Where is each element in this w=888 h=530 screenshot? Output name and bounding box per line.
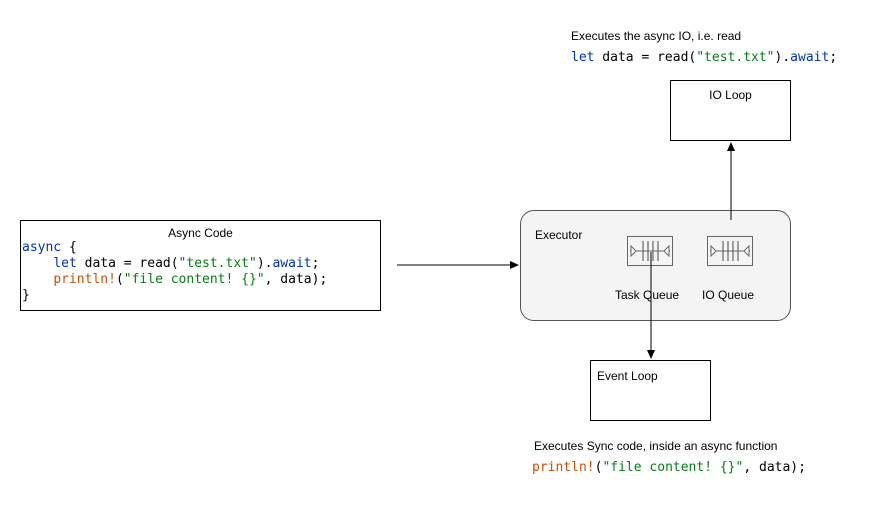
io-note-code: let data = read("test.txt").await; [571, 50, 837, 65]
io-note-caption: Executes the async IO, i.e. read [571, 29, 742, 43]
io-loop-title: IO Loop [709, 88, 752, 102]
code-macro: println! [53, 272, 116, 287]
code-keyword: async [22, 240, 62, 255]
code-keyword: await [272, 256, 312, 271]
code-keyword: await [790, 50, 830, 65]
code-text: data = read( [594, 50, 697, 65]
code-keyword: let [571, 50, 595, 65]
event-loop-title: Event Loop [597, 369, 658, 383]
async-code-title: Async Code [168, 226, 233, 240]
code-string: "test.txt" [178, 256, 257, 271]
code-line: let data = read("test.txt").await; [22, 256, 327, 272]
async-code-box: Async Code async { let data = read("test… [20, 220, 381, 311]
code-text: , data); [743, 460, 806, 475]
io-queue-label: IO Queue [702, 288, 755, 302]
task-queue-label: Task Queue [615, 288, 680, 302]
code-text: ). [774, 50, 791, 65]
code-line: println!("file content! {}", data); [22, 272, 327, 288]
code-text: { [61, 240, 77, 255]
async-code-block: async { let data = read("test.txt").awai… [22, 240, 327, 304]
code-text: ( [594, 460, 603, 475]
executor-box: Executor Task Queue IO Queue [520, 210, 791, 321]
code-line: async { [22, 240, 327, 256]
code-text: ; [311, 256, 320, 271]
code-string: "file content! {}" [123, 272, 265, 287]
code-string: "file content! {}" [602, 460, 744, 475]
code-text: ( [115, 272, 124, 287]
code-string: "test.txt" [696, 50, 775, 65]
queue-icon [707, 236, 753, 266]
io-loop-box: IO Loop [670, 80, 791, 141]
code-macro: println! [532, 460, 595, 475]
code-text: ). [256, 256, 273, 271]
queue-icon [627, 236, 673, 266]
sync-note-caption: Executes Sync code, inside an async func… [534, 439, 778, 453]
code-keyword: let [53, 256, 77, 271]
code-text: ; [829, 50, 838, 65]
code-text: data = read( [76, 256, 179, 271]
event-loop-box: Event Loop [590, 360, 711, 421]
sync-note-code: println!("file content! {}", data); [532, 460, 806, 475]
executor-title: Executor [535, 228, 583, 242]
code-text: , data); [264, 272, 328, 287]
code-line: } [22, 288, 30, 303]
